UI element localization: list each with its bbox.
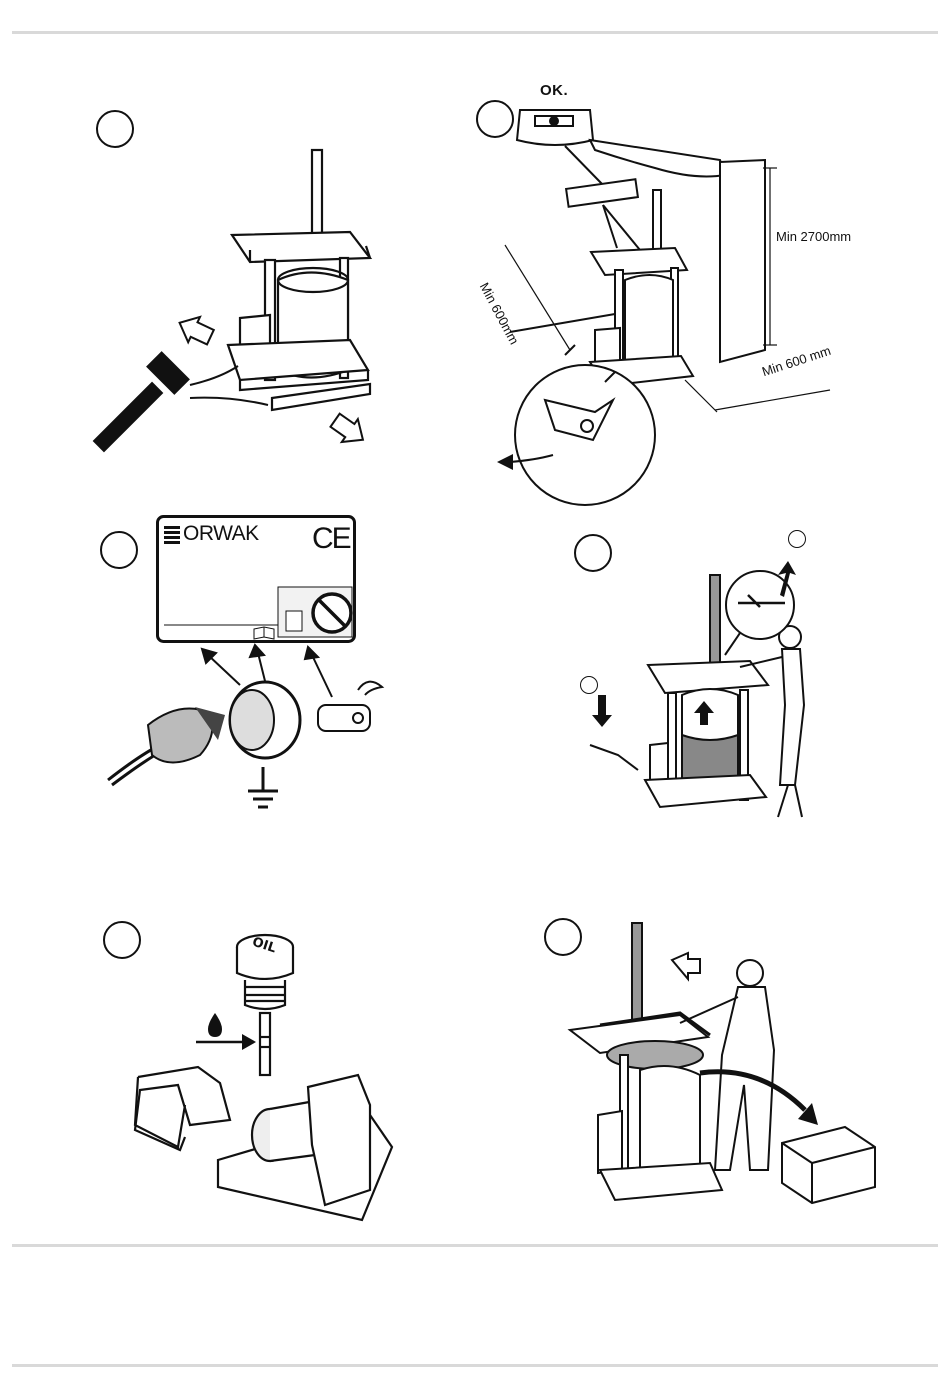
arrow-icon — [592, 695, 612, 727]
panel-eject-bale — [560, 915, 930, 1215]
oil-drop-icon — [208, 1013, 222, 1037]
panel-remove-pallet — [100, 140, 400, 460]
oil-check-illustration — [130, 925, 400, 1225]
operator-illustration — [590, 545, 920, 830]
eject-bale-illustration — [560, 915, 930, 1215]
panel-oil-check — [130, 925, 400, 1225]
hammer-icon — [93, 351, 190, 452]
ground-symbol-icon — [248, 767, 278, 807]
middle-rule — [12, 1244, 938, 1247]
brand-logo-text: ORWAK — [183, 522, 259, 546]
clearance-illustration — [495, 100, 935, 490]
bottom-rule — [12, 1364, 938, 1367]
level-ok-label: OK. — [540, 82, 568, 99]
no-entry-icon — [313, 594, 351, 632]
baler-on-pallet-illustration — [100, 140, 400, 460]
panel-level-clearance — [495, 100, 935, 490]
top-rule — [12, 31, 938, 34]
step-circle-3 — [100, 531, 138, 569]
arrow-icon — [497, 454, 513, 470]
arrow-icon — [672, 953, 700, 979]
panel-operate-door — [590, 545, 920, 830]
ce-mark: CE — [312, 522, 350, 556]
plug-illustration — [100, 645, 400, 825]
arrow-icon — [196, 1034, 256, 1050]
min-height-label: Min 2700mm — [776, 229, 851, 244]
panel-plug — [100, 645, 400, 825]
